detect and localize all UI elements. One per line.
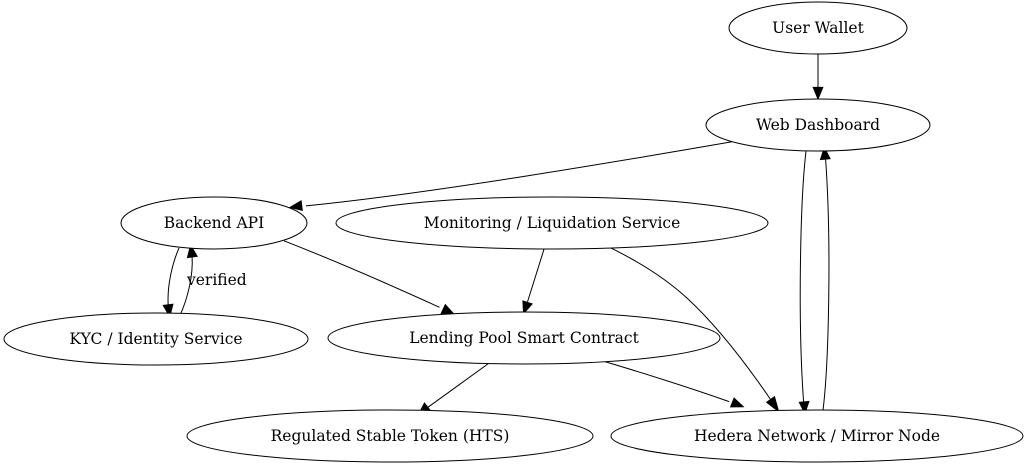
node-regulated-stable-token-shape bbox=[186, 409, 594, 463]
node-monitoring-liquidation-service[interactable]: Monitoring / Liquidation Service bbox=[335, 196, 769, 250]
node-regulated-stable-token[interactable]: Regulated Stable Token (HTS) bbox=[186, 409, 594, 463]
edge-hedera-to-web-dashboard bbox=[819, 146, 831, 411]
edge-monitoring-to-hedera bbox=[607, 246, 780, 413]
edge-lending-pool-to-stable-token bbox=[417, 361, 491, 415]
node-hedera-network-mirror-node-shape bbox=[610, 409, 1024, 463]
node-lending-pool-smart-contract-label: Lending Pool Smart Contract bbox=[409, 329, 639, 347]
edge-backend-api-to-lending-pool bbox=[283, 240, 455, 315]
node-layer: User Wallet Web Dashboard Backend API Mo… bbox=[3, 1, 1024, 463]
node-user-wallet[interactable]: User Wallet bbox=[728, 1, 908, 55]
node-web-dashboard[interactable]: Web Dashboard bbox=[705, 98, 931, 152]
node-regulated-stable-token-label: Regulated Stable Token (HTS) bbox=[271, 427, 510, 445]
node-monitoring-liquidation-service-shape bbox=[335, 196, 769, 250]
edge-backend-api-to-kyc bbox=[162, 247, 180, 319]
edge-user-wallet-to-web-dashboard bbox=[812, 54, 824, 101]
node-monitoring-liquidation-service-label: Monitoring / Liquidation Service bbox=[424, 214, 681, 232]
node-backend-api-shape bbox=[120, 196, 308, 250]
edge-monitoring-to-lending-pool bbox=[522, 249, 545, 315]
node-user-wallet-shape bbox=[728, 1, 908, 55]
node-kyc-identity-service-shape bbox=[3, 312, 309, 366]
edge-web-dashboard-to-hedera bbox=[798, 151, 810, 415]
node-backend-api-label: Backend API bbox=[164, 214, 264, 232]
edge-layer bbox=[162, 54, 831, 415]
edge-label-layer: verified bbox=[186, 271, 247, 289]
node-kyc-identity-service-label: KYC / Identity Service bbox=[69, 330, 242, 348]
edge-label-verified: verified bbox=[186, 271, 247, 289]
node-hedera-network-mirror-node-label: Hedera Network / Mirror Node bbox=[694, 427, 940, 445]
node-user-wallet-label: User Wallet bbox=[772, 19, 864, 37]
node-kyc-identity-service[interactable]: KYC / Identity Service bbox=[3, 312, 309, 366]
node-backend-api[interactable]: Backend API bbox=[120, 196, 308, 250]
node-lending-pool-smart-contract-shape bbox=[327, 311, 721, 365]
edge-lending-pool-to-hedera bbox=[593, 357, 745, 408]
node-web-dashboard-label: Web Dashboard bbox=[756, 116, 880, 134]
edge-web-dashboard-to-backend-api bbox=[288, 141, 733, 212]
node-web-dashboard-shape bbox=[705, 98, 931, 152]
node-hedera-network-mirror-node[interactable]: Hedera Network / Mirror Node bbox=[610, 409, 1024, 463]
node-lending-pool-smart-contract[interactable]: Lending Pool Smart Contract bbox=[327, 311, 721, 365]
